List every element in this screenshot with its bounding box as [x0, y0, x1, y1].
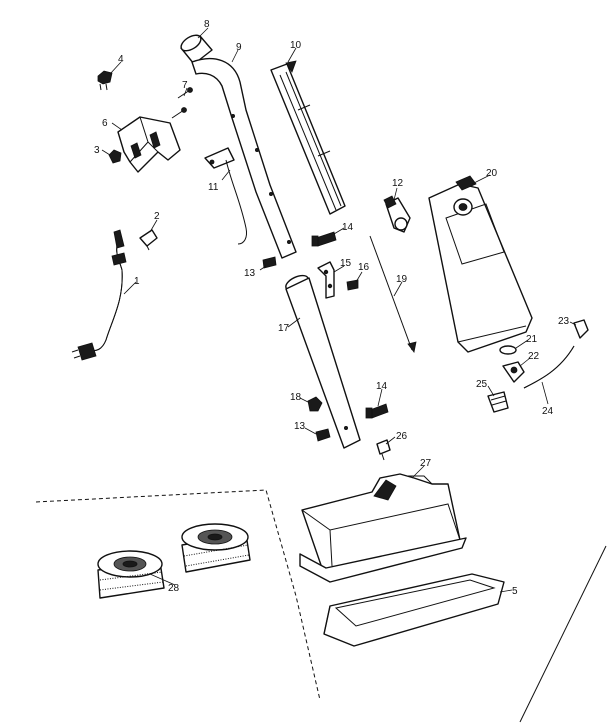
part-1-power-cord: [71, 229, 127, 361]
label-part-26: 26: [396, 431, 408, 442]
label-part-6: 6: [102, 118, 108, 129]
label-part-20: 20: [486, 168, 498, 179]
part-16-pin: [346, 279, 359, 291]
label-part-17: 17: [278, 323, 290, 334]
part-5-base-tray: [323, 573, 505, 647]
part-21-washer: [499, 345, 517, 355]
label-part-25: 25: [476, 379, 488, 390]
label-part-8: 8: [204, 19, 210, 30]
label-part-7: 7: [182, 80, 188, 91]
label-part-12: 12: [392, 178, 404, 189]
label-part-4: 4: [118, 54, 124, 65]
part-3-nut: [108, 149, 122, 164]
label-part-19: 19: [396, 274, 408, 285]
part-9-upper-handle: [191, 58, 297, 259]
label-part-1: 1: [134, 276, 140, 287]
label-part-21: 21: [526, 334, 538, 345]
part-26-connector: [376, 439, 391, 461]
part-labels: 1 2 3 4 5 6 7 8 9 10 11 12 13 13 14 14 1…: [94, 19, 570, 597]
label-part-16: 16: [358, 262, 370, 273]
part-14-screw-lower: [365, 403, 389, 419]
part-7-screws: [171, 87, 193, 119]
part-4-clip: [97, 70, 113, 91]
label-part-23: 23: [558, 316, 570, 327]
page-edge-line: [519, 545, 607, 723]
part-22-valve: [502, 361, 525, 383]
part-25-cap: [487, 391, 509, 413]
label-part-2: 2: [154, 211, 160, 222]
part-20-tank: [428, 175, 533, 353]
label-part-10: 10: [290, 40, 302, 51]
part-13-fastener-upper: [262, 256, 277, 269]
part-6-housing-cover: [117, 116, 181, 173]
label-part-27: 27: [420, 458, 432, 469]
label-part-11: 11: [208, 182, 219, 193]
part-17-lower-handle: [285, 274, 361, 449]
part-28-brushes: [97, 523, 251, 599]
label-part-14-upper: 14: [342, 222, 354, 233]
label-part-18: 18: [290, 392, 302, 403]
label-part-15: 15: [340, 258, 352, 269]
part-18-nut: [307, 396, 323, 412]
part-11-cord-hook: [204, 147, 247, 245]
brush-section-separator: [35, 489, 321, 701]
part-8-handle-cap: [180, 34, 213, 65]
part-10-grip-channel: [270, 60, 346, 215]
label-part-13-lower: 13: [294, 421, 306, 432]
part-12-latch: [383, 195, 411, 233]
part-13-fastener-lower: [315, 428, 331, 442]
label-part-5: 5: [512, 586, 518, 597]
part-27-motor-housing: [299, 473, 467, 583]
label-part-9: 9: [236, 42, 242, 53]
leader-lines: [101, 27, 577, 593]
part-24-hose: [523, 345, 575, 389]
label-part-24: 24: [542, 406, 554, 417]
label-part-3: 3: [94, 145, 100, 156]
label-part-28: 28: [168, 583, 180, 594]
label-part-14-lower: 14: [376, 381, 388, 392]
part-19-rod: [369, 235, 417, 353]
part-14-screw-upper: [311, 231, 337, 247]
part-15-bracket: [317, 261, 335, 299]
label-part-13-upper: 13: [244, 268, 256, 279]
label-part-22: 22: [528, 351, 540, 362]
part-23-nozzle: [573, 319, 589, 339]
part-2-plug: [139, 229, 158, 251]
